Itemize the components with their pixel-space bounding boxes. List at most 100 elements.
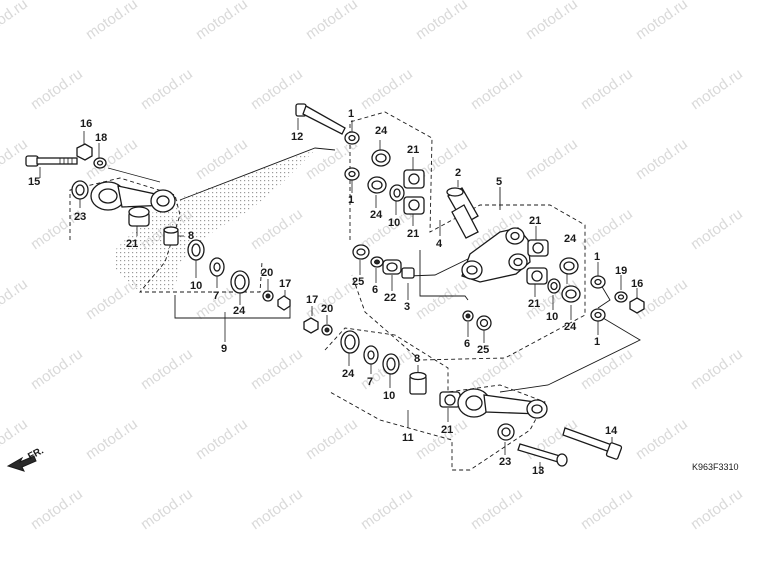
watermark-text: motod.ru [633,135,691,183]
watermark-text: motod.ru [193,415,251,463]
callout-21: 21 [529,215,541,227]
watermark-text: motod.ru [578,485,636,533]
watermark-text: motod.ru [248,345,306,393]
watermark-layer: motod.ru motod.ru motod.ru motod.ru motod.ru… [0,0,746,533]
callout-8: 8 [188,230,194,242]
callout-21: 21 [407,144,419,156]
callout-1: 1 [594,251,600,263]
watermark-text: motod.ru [83,415,141,463]
collar-4-part [451,204,479,239]
watermark-text: motod.ru [83,0,141,43]
watermark-text: motod.ru [28,65,86,113]
callout-1: 1 [348,108,354,120]
lower-connecting-rod-part [457,388,548,419]
collar-3-part [401,267,415,279]
bearing-21-right-lower-part [526,267,548,285]
callout-16: 16 [80,118,92,130]
callout-6: 6 [464,338,470,350]
watermark-text: motod.ru [413,0,471,43]
watermark-text: motod.ru [468,485,526,533]
watermark-text: motod.ru [0,415,31,463]
callout-22: 22 [384,292,396,304]
watermark-text: motod.ru [688,65,746,113]
lower-assembly [303,317,623,467]
callout-19: 19 [615,265,627,277]
watermark-text: motod.ru [633,0,691,43]
callout-21: 21 [407,228,419,240]
watermark-text: motod.ru [138,345,196,393]
callout-25: 25 [352,276,364,288]
bolt-15-part [25,155,78,167]
callout-8: 8 [414,353,420,365]
watermark-text: motod.ru [248,485,306,533]
bearing-21-upper-part [403,169,425,189]
leader-lines [39,118,641,474]
callout-1: 1 [594,336,600,348]
watermark-text: motod.ru [303,415,361,463]
callout-23: 23 [499,456,511,468]
callout-3: 3 [404,301,410,313]
callout-1: 1 [348,194,354,206]
callout-20: 20 [261,267,273,279]
callout-24: 24 [375,125,388,137]
bearing-21-left-part [128,206,150,227]
watermark-text: motod.ru [688,345,746,393]
watermark-text: motod.ru [578,205,636,253]
watermark-text: motod.ru [523,0,581,43]
callout-17: 17 [279,278,291,290]
callout-25: 25 [477,344,489,356]
group-outlines [69,111,586,471]
watermark-text: motod.ru [688,205,746,253]
watermark-text: motod.ru [0,0,31,43]
left-connecting-rod-part [90,181,176,213]
callout-9: 9 [221,343,227,355]
watermark-text: motod.ru [0,275,31,323]
callout-11: 11 [402,432,414,444]
callout-14: 14 [605,425,618,437]
watermark-text: motod.ru [578,65,636,113]
callout-4: 4 [436,238,443,250]
watermark-text: motod.ru [138,485,196,533]
nut-16-right-part [629,297,645,314]
watermark-text: motod.ru [248,205,306,253]
watermark-text: motod.ru [138,65,196,113]
left-assembly [25,143,291,311]
callout-labels: 16 18 15 23 21 8 10 7 24 20 17 9 12 1 1 … [28,108,643,477]
callout-24: 24 [564,233,577,245]
callout-5: 5 [496,176,502,188]
front-direction-indicator: FR. [6,445,46,472]
watermark-text: motod.ru [413,415,471,463]
callout-21: 21 [441,424,453,436]
callout-10: 10 [388,217,400,229]
callout-7: 7 [213,290,219,302]
direction-label: FR. [26,445,46,462]
watermark-text: motod.ru [688,485,746,533]
callout-24: 24 [564,321,577,333]
callout-13: 13 [532,465,544,477]
bearing-21-lower-rod-part [439,391,461,408]
nut-17-lower-part [303,317,319,334]
bearing-21-right-upper-part [527,239,549,257]
bearing-21-lower-part [403,196,425,215]
collar-8-left-part [163,226,179,246]
callout-10: 10 [383,390,395,402]
watermark-text: motod.ru [468,65,526,113]
center-assembly [295,103,645,331]
callout-24: 24 [370,209,383,221]
watermark-text: motod.ru [633,415,691,463]
watermark-text: motod.ru [193,0,251,43]
watermark-text: motod.ru [83,135,141,183]
frame-shaded-area [115,150,315,292]
nut-16-part [76,143,93,161]
watermark-text: motod.ru [413,275,471,323]
callout-24: 24 [233,305,246,317]
callout-7: 7 [367,376,373,388]
callout-6: 6 [372,284,378,296]
link-5-part [461,227,531,283]
bolt-13-part [517,443,568,467]
callout-17: 17 [306,294,318,306]
callout-2: 2 [455,167,461,179]
callout-15: 15 [28,176,40,188]
